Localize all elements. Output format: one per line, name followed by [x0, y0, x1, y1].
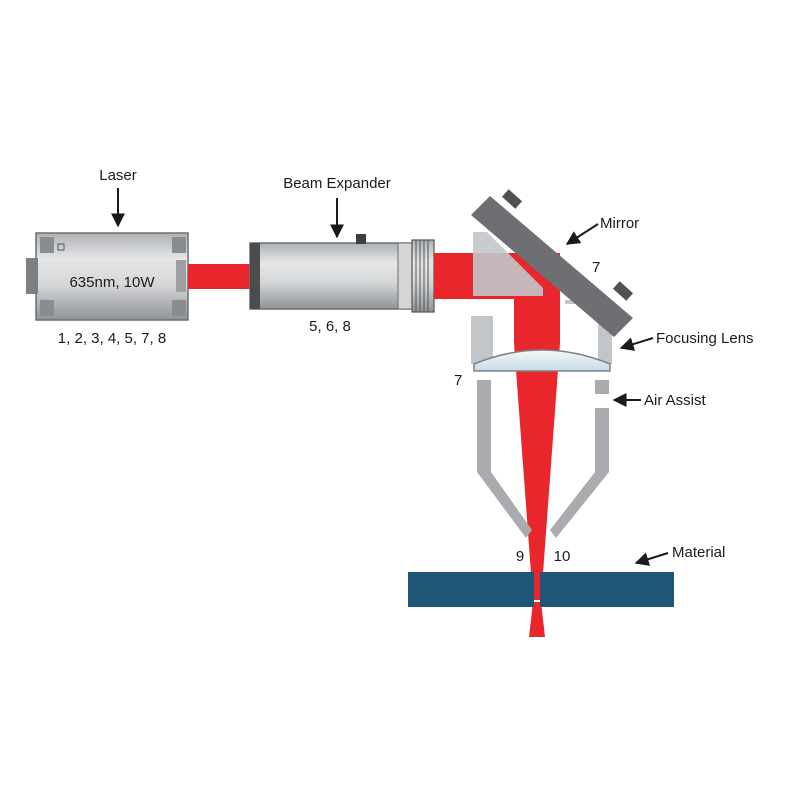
mirror	[471, 189, 634, 337]
beam-exit-cone	[529, 602, 545, 637]
material-label: Material	[672, 544, 725, 561]
focusing-lens-label: Focusing Lens	[656, 330, 754, 347]
ref-9-label: 9	[516, 548, 524, 565]
expander-refs-label: 5, 6, 8	[309, 318, 351, 335]
cutting-head-housing	[471, 232, 612, 538]
lens-ref-label: 7	[454, 372, 462, 389]
mirror-arrow	[565, 223, 599, 245]
mirror-label: Mirror	[600, 215, 639, 232]
focusing-lens	[473, 349, 611, 372]
laser-refs-label: 1, 2, 3, 4, 5, 7, 8	[58, 330, 166, 347]
material	[408, 572, 674, 607]
laser-unit: 635nm, 10W	[26, 232, 189, 321]
laser-spec-label: 635nm, 10W	[69, 274, 155, 291]
laser-label: Laser	[99, 167, 137, 184]
ref-10-label: 10	[554, 548, 571, 565]
laser-beam-segment-1	[188, 264, 250, 289]
air-assist-label: Air Assist	[644, 392, 707, 409]
focused-beam-cone	[514, 343, 560, 600]
beam-expander	[249, 234, 435, 313]
material-arrow	[634, 552, 669, 566]
focusing-lens-arrow	[619, 337, 654, 351]
beam-expander-label: Beam Expander	[283, 175, 391, 192]
mirror-ref-label: 7	[592, 259, 600, 276]
